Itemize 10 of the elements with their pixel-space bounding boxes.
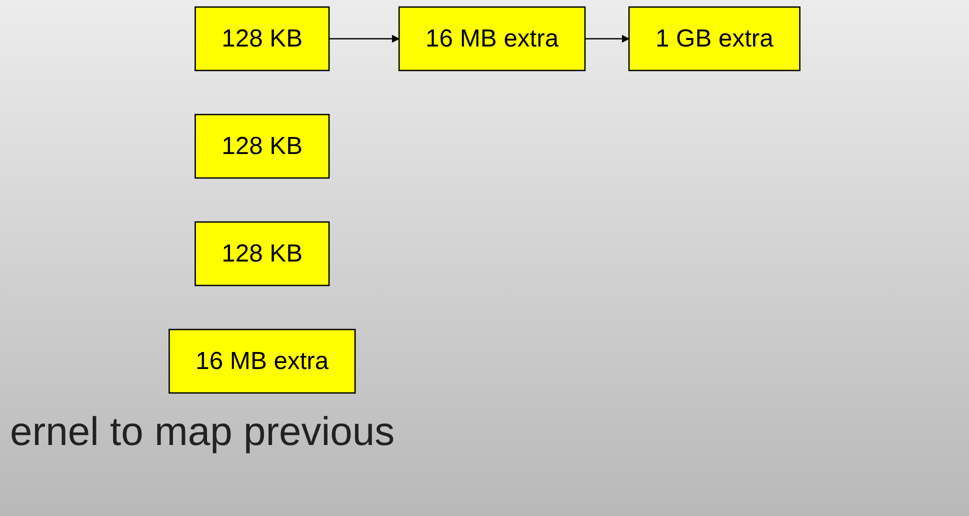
node-box — [194, 6, 330, 72]
arrow — [329, 34, 400, 43]
node-box — [168, 328, 356, 394]
node-box — [628, 6, 800, 72]
note-text: ernel to map previous — [10, 410, 396, 455]
node-box — [398, 6, 586, 72]
arrow — [584, 34, 630, 43]
node-box — [194, 221, 330, 286]
node-box — [194, 114, 330, 179]
diagram: 128 KB 128 KB 16 MB extra 128 KB 16 MB extra 1 GB extra — [0, 0, 969, 400]
